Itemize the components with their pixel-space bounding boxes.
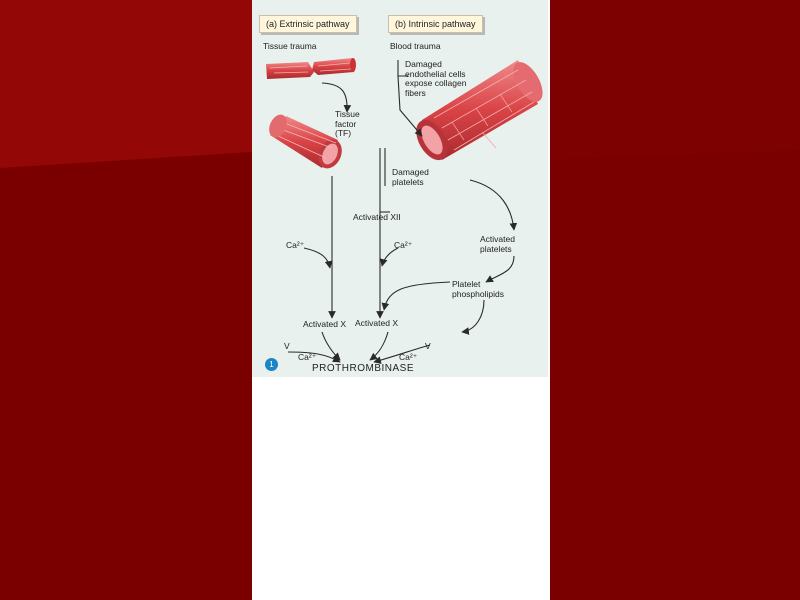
- arrow-ca-left: [303, 247, 333, 269]
- arrow-endothelial-to-vessel: [397, 75, 423, 137]
- arrow-activated-x-left: [321, 331, 341, 361]
- label-ca-left: Ca²⁺: [286, 240, 305, 250]
- arrow-activated-x-right: [369, 331, 389, 361]
- arrow-v-right: [373, 344, 431, 364]
- arrow-ca-mid: [379, 247, 399, 267]
- label-tissue-factor: Tissue factor (TF): [335, 109, 360, 138]
- label-activated-xii: Activated XII: [353, 212, 401, 222]
- arrow-activated-platelets-to-phospholipids: [485, 255, 515, 283]
- intrinsic-pathway-tab: (b) Intrinsic pathway: [388, 15, 483, 33]
- label-ca-mid: Ca²⁺: [394, 240, 413, 250]
- torn-vessel-illustration: [266, 58, 356, 79]
- label-tissue-trauma: Tissue trauma: [263, 41, 317, 51]
- label-platelet-phospholipids: Platelet phospholipids: [452, 279, 504, 299]
- arrow-platelets-to-activated: [469, 179, 518, 231]
- pathway-diagram: [266, 58, 543, 364]
- label-activated-platelets: Activated platelets: [480, 234, 515, 254]
- label-blood-trauma: Blood trauma: [390, 41, 441, 51]
- extrinsic-pathway-tab: (a) Extrinsic pathway: [259, 15, 357, 33]
- label-v-left: V: [284, 341, 290, 351]
- label-damaged-endothelial: Damaged endothelial cells expose collage…: [405, 59, 467, 98]
- label-ca-bottom-left: Ca²⁺: [298, 352, 317, 362]
- label-v-right: V: [425, 341, 431, 351]
- label-activated-x-right: Activated X: [355, 318, 398, 328]
- label-prothrombinase: PROTHROMBINASE: [312, 363, 415, 374]
- label-damaged-platelets: Damaged platelets: [392, 167, 429, 187]
- arrow-phospholipids-to-prothrombinase: [461, 299, 485, 335]
- step-number-badge: 1: [265, 358, 278, 371]
- arrow-trauma-to-tf: [321, 82, 352, 113]
- label-activated-x-left: Activated X: [303, 319, 346, 329]
- arrow-phospholipids-to-intrinsic: [381, 281, 451, 311]
- endothelial-vessel-illustration: [416, 60, 543, 161]
- damaged-vessel-illustration: [269, 114, 342, 169]
- label-ca-bottom-right: Ca²⁺: [399, 352, 418, 362]
